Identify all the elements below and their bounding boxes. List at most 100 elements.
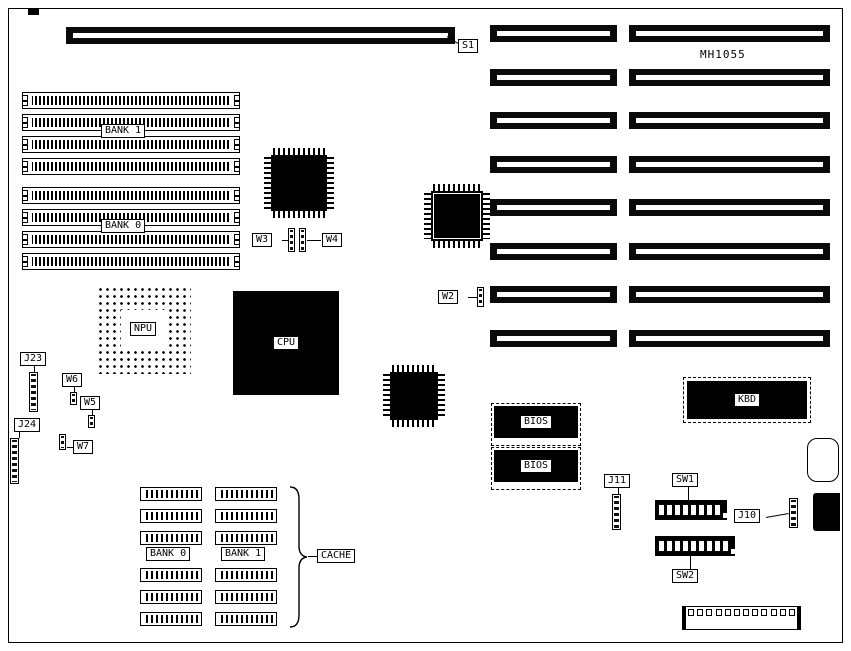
label-s1: S1 [458, 39, 479, 53]
label-j10: J10 [734, 509, 761, 523]
pin-header-j23 [29, 372, 38, 412]
leader-line [308, 556, 317, 557]
expansion-slot [629, 243, 830, 260]
cache-chip [215, 612, 277, 626]
dip-switch-segment [659, 541, 664, 551]
connector-pin [752, 609, 759, 616]
qfp-pins [327, 157, 334, 209]
label-cache-bank0: BANK 0 [146, 547, 191, 561]
board-outline [8, 8, 843, 643]
dip-switch-segment [707, 505, 712, 515]
dip-switch-sw2 [655, 536, 735, 556]
pin-header-w7 [59, 434, 66, 450]
label-w6: W6 [62, 373, 83, 387]
leader-line [618, 488, 619, 494]
pin-header-j11 [612, 494, 621, 530]
pin-header-j24 [10, 438, 19, 484]
dip-switch-segment [659, 505, 664, 515]
simm-clip [22, 95, 28, 106]
connector-endcap [797, 607, 800, 629]
cache-chip [140, 568, 202, 582]
dip-switch-segment [691, 541, 696, 551]
simm-clip [234, 212, 240, 223]
expansion-slot [490, 199, 617, 216]
cache-chip [215, 590, 277, 604]
simm-socket [22, 253, 240, 270]
bios-chip-2: BIOS [494, 450, 578, 482]
leader-line [67, 447, 73, 448]
switch-notch [731, 549, 735, 554]
dip-switch-segment [715, 505, 720, 515]
simm-socket [22, 92, 240, 109]
bios-chip-1: BIOS [494, 406, 578, 438]
label-w5: W5 [80, 396, 101, 410]
cache-chip [140, 612, 202, 626]
connector-pin [779, 609, 786, 616]
qfp-body [271, 155, 327, 211]
label-sw2: SW2 [672, 569, 699, 583]
cache-chip [215, 531, 277, 545]
expansion-slot [490, 112, 617, 129]
leader-line [92, 410, 93, 415]
battery-outline [807, 438, 839, 482]
leader-line [690, 556, 691, 569]
label-bios-2: BIOS [519, 459, 553, 473]
pin-header-w4 [299, 228, 306, 252]
connector-pin [743, 609, 750, 616]
expansion-slot [629, 286, 830, 303]
connector-pin [697, 609, 704, 616]
leader-line [468, 297, 477, 298]
connector-pin [688, 609, 694, 616]
simm-clip [22, 256, 28, 267]
dip-switch-segment [715, 541, 720, 551]
label-bank0: BANK 0 [101, 219, 146, 233]
connector-pin [724, 609, 731, 616]
connector-pin [706, 609, 713, 616]
dip-switch-sw1 [655, 500, 727, 520]
npu-socket: NPU [95, 284, 191, 374]
leader-line [282, 240, 288, 241]
label-bios-1: BIOS [519, 415, 553, 429]
expansion-slot [629, 330, 830, 347]
simm-clip [234, 190, 240, 201]
label-cache-bank1: BANK 1 [221, 547, 266, 561]
label-w2: W2 [438, 290, 459, 304]
cache-chip [140, 509, 202, 523]
connector-pin [715, 609, 722, 616]
connector-endcap [683, 607, 686, 629]
expansion-slot [629, 69, 830, 86]
simm-socket [22, 136, 240, 153]
qfp-pins [273, 148, 325, 155]
qfp-pins [383, 374, 390, 418]
label-w3: W3 [252, 233, 273, 247]
expansion-slot [490, 286, 617, 303]
label-kbd: KBD [733, 393, 761, 407]
label-w4: W4 [322, 233, 343, 247]
simm-socket [22, 158, 240, 175]
qfp-pins [433, 241, 481, 248]
qfp-body [431, 191, 483, 241]
expansion-slot [490, 243, 617, 260]
label-j24: J24 [14, 418, 41, 432]
expansion-slot [490, 69, 617, 86]
switch-notch [723, 513, 727, 518]
cache-chip [215, 509, 277, 523]
dip-switch-segment [683, 505, 688, 515]
cache-chip [215, 568, 277, 582]
label-w7: W7 [73, 440, 94, 454]
simm-clip [234, 139, 240, 150]
leader-line [74, 387, 75, 392]
dip-switch-segment [667, 505, 672, 515]
pin-header-w6 [70, 392, 77, 405]
simm-socket [22, 187, 240, 204]
expansion-slot [629, 199, 830, 216]
qfp-pins [438, 374, 445, 418]
cache-chip [215, 487, 277, 501]
expansion-slot [490, 330, 617, 347]
board-mark [28, 8, 39, 15]
dip-switch-segment [723, 541, 728, 551]
dip-switch-segment [683, 541, 688, 551]
kbd-socket: KBD [683, 377, 811, 423]
dip-switch-segment [667, 541, 672, 551]
qfp-pins [264, 157, 271, 209]
